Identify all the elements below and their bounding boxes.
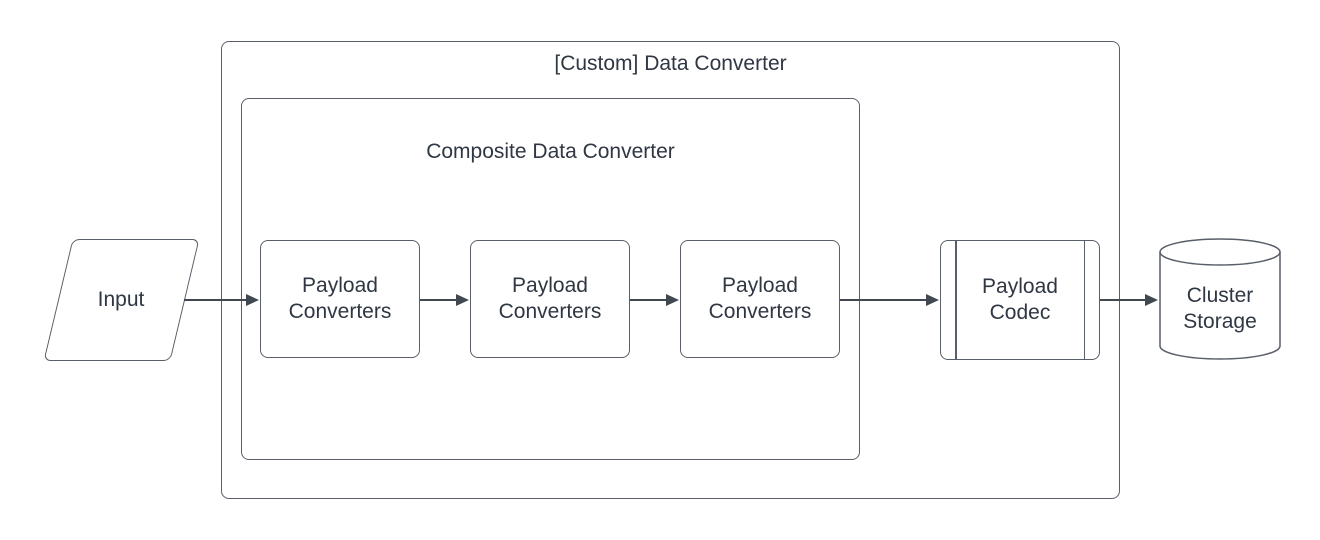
payload-codec-node: Payload Codec	[940, 240, 1100, 360]
arrowhead-icon	[456, 294, 469, 306]
arrowhead-icon	[1145, 294, 1158, 306]
cluster-storage-node: Cluster Storage	[1159, 238, 1281, 360]
payload-converters-label-line1: Payload	[722, 274, 798, 297]
custom-data-converter-group-label: [Custom] Data Converter	[554, 52, 787, 75]
arrowhead-icon	[246, 294, 259, 306]
subroutine-right-bar	[1083, 241, 1085, 359]
arrowhead-icon	[666, 294, 679, 306]
payload-converters-label-line2: Converters	[708, 300, 812, 323]
payload-converters-node-3: Payload Converters	[680, 240, 840, 358]
connector-converter3-to-codec	[840, 299, 926, 301]
connector-codec-to-storage	[1100, 299, 1145, 301]
connector-converter1-to-converter2	[420, 299, 456, 301]
input-node-label: Input	[97, 288, 145, 311]
payload-converters-node-1: Payload Converters	[260, 240, 420, 358]
cluster-storage-label: Cluster Storage	[1159, 258, 1281, 360]
payload-codec-label-line2: Codec	[989, 301, 1051, 324]
composite-data-converter-group-label: Composite Data Converter	[426, 140, 675, 163]
payload-converters-label-line1: Payload	[302, 274, 378, 297]
connector-input-to-converter1	[184, 299, 246, 301]
arrowhead-icon	[926, 294, 939, 306]
payload-converters-label-line1: Payload	[512, 274, 588, 297]
payload-converters-node-2: Payload Converters	[470, 240, 630, 358]
payload-converters-label-line2: Converters	[288, 300, 392, 323]
cluster-storage-label-line2: Storage	[1183, 310, 1257, 333]
input-node: Input	[42, 239, 200, 361]
cylinder-shape	[1159, 238, 1281, 360]
payload-converters-label-line2: Converters	[498, 300, 602, 323]
payload-codec-label-line1: Payload	[982, 275, 1058, 298]
cluster-storage-label-line1: Cluster	[1186, 284, 1254, 307]
subroutine-left-bar	[955, 241, 957, 359]
connector-converter2-to-converter3	[630, 299, 666, 301]
